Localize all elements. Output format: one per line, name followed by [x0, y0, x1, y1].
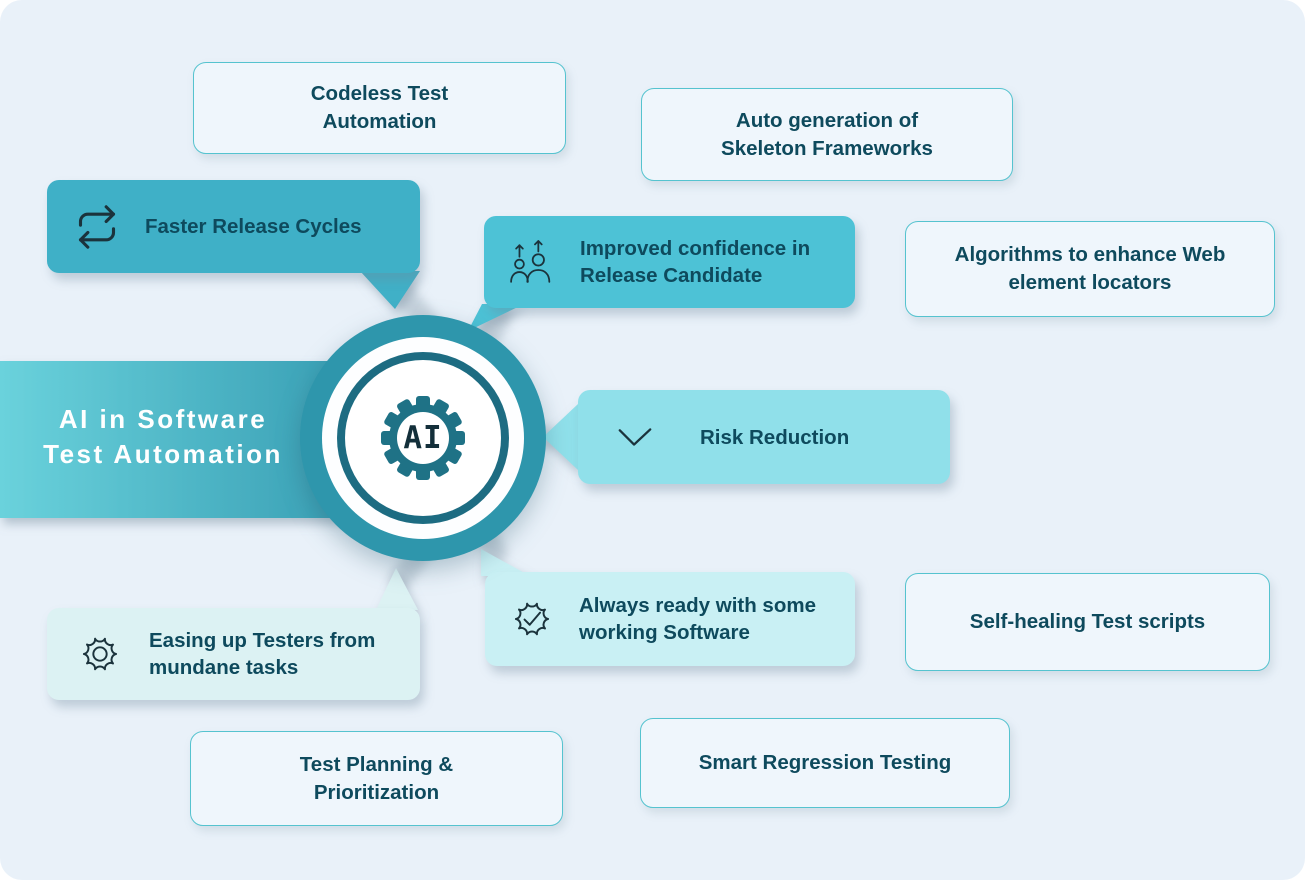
- box-label: Test Planning &: [299, 752, 454, 776]
- bubble-faster-release-cycles: Faster Release Cycles: [47, 180, 420, 273]
- bubble-always-ready-software: Always ready with some working Software: [485, 572, 855, 666]
- bubble-label: Improved confidence in Release Candidate: [580, 237, 811, 287]
- repeat-cycle-icon: [75, 204, 119, 249]
- bubble-label: Easing up Testers from mundane tasks: [149, 629, 376, 679]
- box-test-planning-prioritization: Test Planning & Prioritization: [190, 731, 563, 826]
- diagram-title-line2: Test Automation: [43, 439, 283, 469]
- bubble-label: Always ready with some working Software: [579, 594, 816, 644]
- badge-check-icon: [509, 596, 555, 642]
- box-label: element locators: [1008, 271, 1172, 294]
- team-growth-icon: [506, 240, 556, 284]
- box-smart-regression-testing: Smart Regression Testing: [640, 718, 1010, 808]
- bubble-label: Risk Reduction: [700, 425, 850, 449]
- gear-outline-icon: [77, 631, 123, 677]
- box-label: Smart Regression Testing: [698, 751, 952, 774]
- bubble-easing-up-testers: Easing up Testers from mundane tasks: [47, 608, 420, 700]
- bubble-risk-reduction: Risk Reduction: [578, 390, 950, 484]
- hub-ai-label: AI: [403, 420, 443, 456]
- diagram-title: AI in Software Test Automation: [18, 402, 308, 472]
- bubble-tail-improved: [468, 304, 524, 331]
- box-self-healing-test-scripts: Self-healing Test scripts: [905, 573, 1270, 671]
- box-label: Skeleton Frameworks: [721, 136, 933, 160]
- bubble-improved-confidence: Improved confidence in Release Candidate: [484, 216, 855, 308]
- gear-ai-icon: [300, 315, 546, 561]
- box-algorithms-web-element-locators: Algorithms to enhance Web element locato…: [905, 221, 1275, 317]
- box-label: Automation: [322, 110, 437, 133]
- bubble-tail-easing: [376, 568, 418, 610]
- box-label: Prioritization: [313, 780, 440, 804]
- box-codeless-test-automation: Codeless Test Automation: [193, 62, 566, 154]
- box-auto-generation-skeleton-frameworks: Auto generation of Skeleton Frameworks: [641, 88, 1013, 181]
- bubble-tail-always: [481, 549, 530, 576]
- bubble-label: Faster Release Cycles: [145, 215, 362, 238]
- bubble-tail-risk: [543, 404, 578, 470]
- bubble-tail-faster: [360, 271, 420, 309]
- box-label: Auto generation of: [735, 108, 919, 132]
- ai-hub: AI: [300, 315, 546, 561]
- check-chevron-icon: [616, 425, 654, 449]
- box-label: Algorithms to enhance Web: [954, 243, 1226, 266]
- box-label: Self-healing Test scripts: [969, 610, 1206, 633]
- box-label: Codeless Test: [310, 82, 449, 105]
- diagram-title-line1: AI in Software: [58, 404, 268, 434]
